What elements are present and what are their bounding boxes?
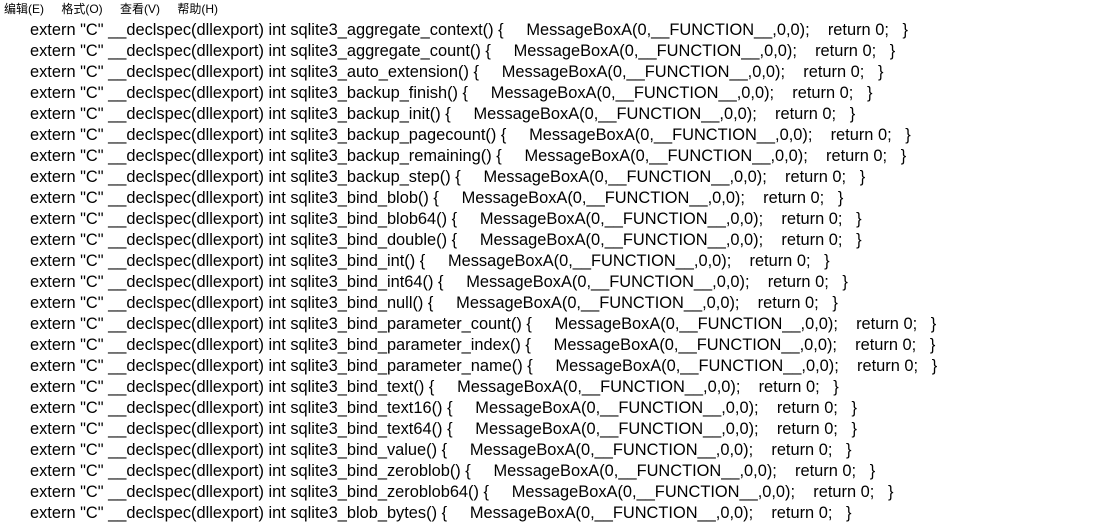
code-line[interactable]: extern "C" __declspec(dllexport) int sql…: [30, 504, 852, 522]
menu-bar: 编辑(E) 格式(O) 查看(V) 帮助(H): [0, 0, 1098, 18]
code-line[interactable]: extern "C" __declspec(dllexport) int sql…: [30, 336, 936, 354]
text-editor-area[interactable]: extern "C" __declspec(dllexport) int sql…: [0, 18, 1098, 522]
code-line[interactable]: extern "C" __declspec(dllexport) int sql…: [30, 63, 884, 81]
code-line[interactable]: extern "C" __declspec(dllexport) int sql…: [30, 42, 896, 60]
code-line[interactable]: extern "C" __declspec(dllexport) int sql…: [30, 399, 857, 417]
menu-edit[interactable]: 编辑(E): [4, 2, 44, 16]
code-line[interactable]: extern "C" __declspec(dllexport) int sql…: [30, 462, 876, 480]
code-line[interactable]: extern "C" __declspec(dllexport) int sql…: [30, 105, 856, 123]
code-line[interactable]: extern "C" __declspec(dllexport) int sql…: [30, 315, 937, 333]
code-line[interactable]: extern "C" __declspec(dllexport) int sql…: [30, 210, 862, 228]
code-line[interactable]: extern "C" __declspec(dllexport) int sql…: [30, 21, 909, 39]
code-line[interactable]: extern "C" __declspec(dllexport) int sql…: [30, 231, 862, 249]
code-line[interactable]: extern "C" __declspec(dllexport) int sql…: [30, 483, 894, 501]
code-line[interactable]: extern "C" __declspec(dllexport) int sql…: [30, 357, 938, 375]
menu-format[interactable]: 格式(O): [61, 2, 103, 16]
code-line[interactable]: extern "C" __declspec(dllexport) int sql…: [30, 252, 830, 270]
code-line[interactable]: extern "C" __declspec(dllexport) int sql…: [30, 420, 857, 438]
code-line[interactable]: extern "C" __declspec(dllexport) int sql…: [30, 147, 907, 165]
menu-view[interactable]: 查看(V): [120, 2, 161, 16]
code-line[interactable]: extern "C" __declspec(dllexport) int sql…: [30, 189, 844, 207]
code-line[interactable]: extern "C" __declspec(dllexport) int sql…: [30, 273, 848, 291]
code-line[interactable]: extern "C" __declspec(dllexport) int sql…: [30, 84, 873, 102]
code-line[interactable]: extern "C" __declspec(dllexport) int sql…: [30, 441, 852, 459]
code-line[interactable]: extern "C" __declspec(dllexport) int sql…: [30, 294, 838, 312]
code-line[interactable]: extern "C" __declspec(dllexport) int sql…: [30, 126, 911, 144]
menu-help[interactable]: 帮助(H): [177, 2, 219, 16]
code-line[interactable]: extern "C" __declspec(dllexport) int sql…: [30, 168, 866, 186]
code-line[interactable]: extern "C" __declspec(dllexport) int sql…: [30, 378, 839, 396]
